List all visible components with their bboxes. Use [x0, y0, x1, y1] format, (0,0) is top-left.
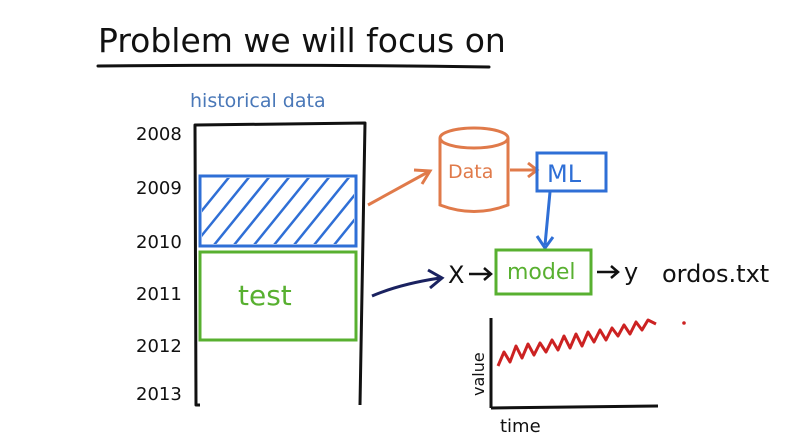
train-arrow [367, 170, 429, 207]
year-label: 2012 [136, 336, 182, 357]
model-box [494, 248, 593, 296]
year-label: 2013 [136, 384, 182, 405]
ml-box [535, 151, 608, 193]
y-label: y [624, 258, 638, 286]
mini-chart-ylabel: value [469, 352, 488, 396]
training-hatch [202, 178, 354, 244]
ml-label: ML [547, 160, 582, 188]
data-store-label: Data [448, 161, 493, 183]
data-store-icon [438, 126, 510, 213]
historical-data-label: historical data [190, 90, 326, 112]
training-region [198, 174, 358, 248]
year-label: 2010 [136, 232, 182, 253]
test-region [198, 250, 358, 342]
ml-to-model-arrow [535, 191, 555, 251]
year-label: 2009 [136, 178, 182, 199]
year-label: 2008 [136, 124, 182, 145]
mini-chart-series-line [496, 318, 657, 367]
x-to-model-arrow [469, 267, 493, 281]
x-label: X [448, 261, 464, 289]
title-underline [96, 63, 491, 69]
historical-data-bracket [193, 121, 367, 407]
mini-chart-xlabel: time [500, 416, 541, 437]
model-label: model [507, 260, 576, 285]
mini-chart-dot [682, 321, 686, 325]
mini-chart: value time [469, 318, 686, 437]
year-label: 2011 [136, 284, 182, 305]
data-to-ml-arrow [510, 161, 540, 179]
filename-label: ordos.txt [662, 260, 769, 288]
mini-chart-x-axis [490, 404, 659, 410]
train-arrow-head [413, 168, 433, 185]
model-to-y-arrow [597, 265, 620, 279]
test-to-x-arrow [371, 268, 445, 298]
test-label: test [238, 279, 292, 312]
page-title: Problem we will focus on [98, 21, 506, 60]
